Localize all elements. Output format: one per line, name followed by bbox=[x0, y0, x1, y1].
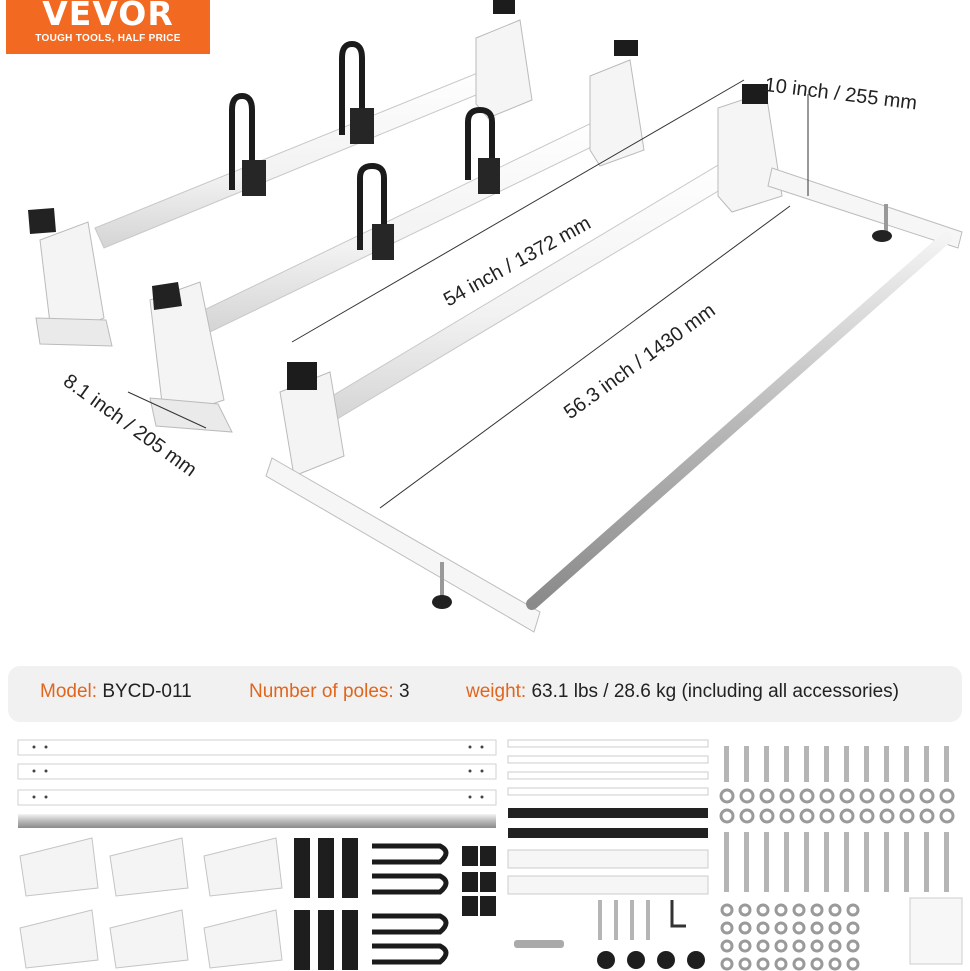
brand-name: VEVOR bbox=[42, 0, 174, 33]
black-clamp-plates bbox=[294, 838, 358, 970]
parts-list-illustration bbox=[17, 739, 963, 971]
model-value: BYCD-011 bbox=[102, 681, 192, 702]
rear-crossbar bbox=[28, 0, 533, 347]
weight-value: 63.1 lbs / 28.6 kg (including all access… bbox=[531, 681, 900, 702]
spec-bar: Model: BYCD-011 Number of poles: 3 weigh… bbox=[8, 666, 962, 722]
mounting-brackets bbox=[19, 837, 283, 969]
straps bbox=[507, 739, 709, 895]
tools-knobs bbox=[514, 897, 963, 969]
brand-logo: VEVOR TOUGH TOOLS, HALF PRICE bbox=[6, 0, 210, 54]
model-label: Model: bbox=[40, 681, 98, 702]
end-caps bbox=[462, 846, 496, 916]
middle-ladder-stops bbox=[357, 106, 500, 260]
weight-spec: weight: 63.1 lbs / 28.6 kg (including al… bbox=[466, 681, 899, 703]
side-rails bbox=[265, 167, 963, 633]
poles-spec: Number of poles: 3 bbox=[249, 681, 410, 703]
poles-label: Number of poles: bbox=[249, 681, 394, 702]
rear-ladder-stops bbox=[229, 40, 374, 196]
front-crossbar bbox=[279, 84, 783, 477]
ladder-hooks bbox=[372, 843, 449, 965]
model-spec: Model: BYCD-011 bbox=[40, 681, 192, 703]
dimension-lines bbox=[127, 79, 809, 509]
roller-bar bbox=[526, 232, 952, 610]
brand-tagline: TOUGH TOOLS, HALF PRICE bbox=[35, 33, 181, 44]
weight-label: weight: bbox=[466, 681, 527, 702]
poles-value: 3 bbox=[398, 681, 410, 702]
ladder-rack-illustration bbox=[28, 0, 963, 633]
washers-nuts bbox=[719, 788, 955, 971]
bolts bbox=[724, 746, 949, 892]
middle-crossbar bbox=[149, 40, 645, 433]
rail-tubes bbox=[17, 739, 497, 828]
